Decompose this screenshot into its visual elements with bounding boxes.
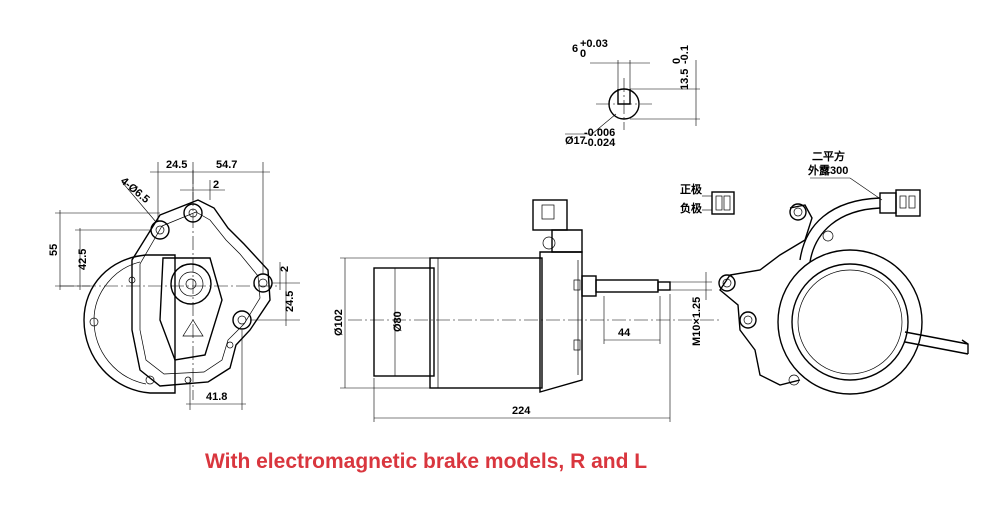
shaft-section-detail: 6 +0.03 0 13.5 0 -0.1 Ø17 -0.006 -0.024: [565, 38, 700, 149]
key-width-tol-lower: 0: [580, 48, 586, 60]
rear-mount-left: [718, 274, 736, 292]
thread-label: M10×1.25: [691, 297, 703, 346]
brake-disc-outline: [83, 254, 176, 394]
gearbox-housing: [131, 199, 271, 387]
gearbox-top-block: [551, 229, 583, 253]
screw-left: [89, 317, 99, 327]
connector-housing: [711, 191, 735, 215]
shaft-len-44: 44: [618, 327, 631, 339]
total-len-224: 224: [512, 405, 531, 417]
rear-connector: [895, 189, 921, 217]
rear-gearbox-outline: [719, 204, 813, 386]
dim-bottom-41-8: 41.8: [206, 391, 227, 403]
connector-positive: 正极: [680, 182, 703, 196]
key-depth-tol: -0.1: [679, 45, 691, 64]
shaft-tol-lower: -0.024: [584, 137, 616, 149]
dim-right-2: 2: [279, 266, 291, 272]
screw-bottom: [145, 375, 155, 385]
drawing-caption: With electromagnetic brake models, R and…: [205, 450, 648, 473]
key-width-label: 6: [572, 43, 578, 55]
connector-negative: 负极: [680, 201, 703, 215]
cable-note-1: 二平方: [812, 149, 845, 163]
mount-hole-left: [150, 220, 170, 240]
front-view: 24.5 54.7 2 4-Ø6.5 55 42.5 2 24.5: [48, 159, 300, 410]
dim-hole-label: 4-Ø6.5: [118, 175, 151, 206]
output-cover: [159, 257, 223, 361]
brake-cable-upper: [799, 197, 881, 261]
brake-connector-detail: 正极 负极: [680, 182, 735, 215]
gearbox-mount-ear: [532, 199, 568, 231]
dia-102-label: Ø102: [333, 309, 345, 336]
side-view: Ø102 Ø80 44 M10×1.25 224: [333, 199, 720, 422]
dim-left-42-5: 42.5: [77, 249, 89, 270]
rear-mount-top: [789, 203, 807, 221]
rear-motor-circle: [777, 249, 923, 395]
output-shaft: [595, 279, 659, 293]
cable-note-2: 外露300: [807, 163, 848, 177]
dim-top-2: 2: [213, 179, 219, 191]
brake-section: [373, 267, 435, 377]
power-cable: [904, 331, 969, 345]
gearbox-flange: [539, 251, 583, 393]
key-width-tol-upper: +0.03: [580, 38, 608, 50]
key-depth-tol-zero: 0: [671, 58, 683, 64]
dim-top-24-5: 24.5: [166, 159, 187, 171]
rear-view: 二平方 外露300: [718, 149, 969, 395]
key-depth-label: 13.5: [679, 69, 691, 90]
shaft-diameter-label: Ø17: [565, 135, 586, 147]
output-hub: [170, 263, 212, 305]
rear-mount-bottom: [739, 311, 757, 329]
dim-left-55: 55: [48, 244, 60, 256]
dim-right-24-5: 24.5: [284, 291, 296, 312]
motor-body: [429, 257, 543, 389]
dia-80-label: Ø80: [392, 311, 404, 332]
dim-top-54-7: 54.7: [216, 159, 237, 171]
shaft-thread: [657, 281, 671, 291]
shaft-tol-upper: -0.006: [584, 127, 615, 139]
